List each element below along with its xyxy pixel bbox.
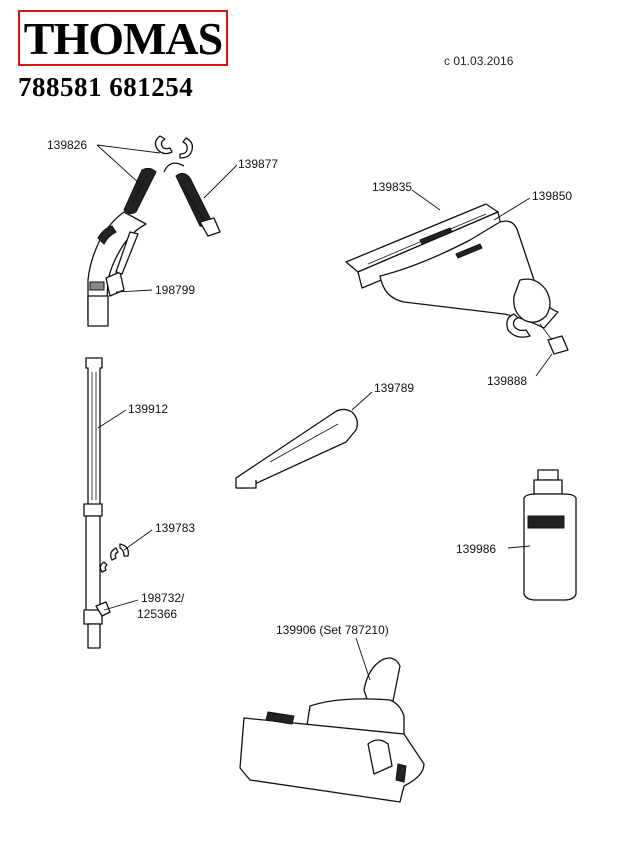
label-198732: 198732/ bbox=[141, 591, 185, 605]
model-numbers: 788581 681254 bbox=[18, 72, 194, 102]
label-198799: 198799 bbox=[155, 283, 196, 297]
label-139789: 139789 bbox=[374, 381, 415, 395]
label-139826: 139826 bbox=[47, 138, 88, 152]
thomas-logo: THOMAS bbox=[18, 10, 228, 66]
label-139912: 139912 bbox=[128, 402, 169, 416]
turbo-nozzle-part-139850 bbox=[345, 203, 559, 338]
label-139783: 139783 bbox=[155, 521, 196, 535]
brand-name: THOMAS bbox=[23, 12, 223, 64]
label-139850: 139850 bbox=[532, 189, 573, 203]
nozzle-plug-part-139888 bbox=[539, 323, 569, 355]
clip-part-139783 bbox=[99, 543, 129, 573]
bottle-part-139986 bbox=[523, 469, 577, 601]
crevice-tool-part-139789 bbox=[235, 408, 358, 489]
handle-part-198799 bbox=[87, 211, 147, 327]
floor-nozzle-part-139906 bbox=[239, 657, 425, 803]
label-139877: 139877 bbox=[238, 157, 279, 171]
label-139986: 139986 bbox=[456, 542, 497, 556]
label-139906: 139906 (Set 787210) bbox=[276, 623, 389, 637]
hose-clip-part-139826 bbox=[154, 135, 194, 159]
label-139888: 139888 bbox=[487, 374, 528, 388]
label-139835: 139835 bbox=[372, 180, 413, 194]
label-125366: 125366 bbox=[137, 607, 178, 621]
leader-lines bbox=[96, 144, 553, 681]
tube-part-139912 bbox=[83, 357, 111, 649]
revision-date: c 01.03.2016 bbox=[444, 54, 514, 68]
hose-part-139877 bbox=[123, 162, 221, 237]
